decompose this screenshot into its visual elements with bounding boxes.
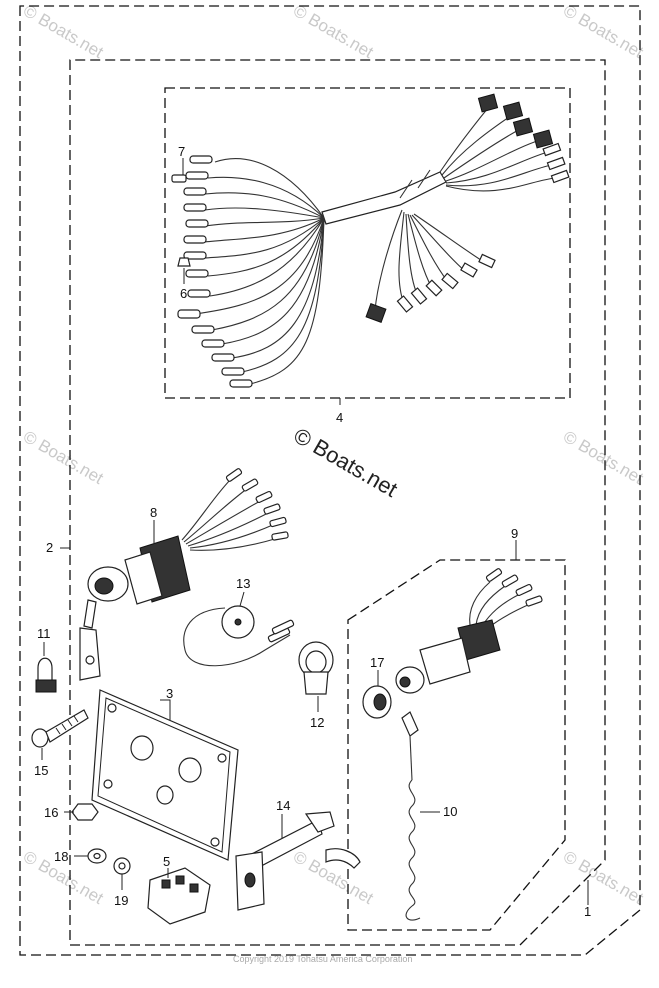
callout-6: 6 [180, 286, 187, 301]
part-17-ring-nut [362, 685, 392, 719]
watermark-top-center: © Boats.net [290, 1, 377, 62]
part-5-connector [147, 867, 211, 925]
part-7-terminal-pin [171, 174, 187, 183]
callout-16: 16 [44, 805, 58, 820]
callout-1: 1 [584, 904, 591, 919]
part-3-plate [91, 689, 239, 861]
wiring-harness [177, 93, 570, 388]
callout-17: 17 [370, 655, 384, 670]
callout-15: 15 [34, 763, 48, 778]
part-12-clamp [298, 641, 334, 695]
callout-7: 7 [178, 144, 185, 159]
part-18-washer [87, 848, 107, 864]
part-13-connector [183, 605, 295, 667]
callout-19: 19 [114, 893, 128, 908]
harness-left-terminals [177, 155, 253, 388]
callout-12: 12 [310, 715, 324, 730]
part-8-key-switch [79, 468, 289, 681]
watermark-bottom-right: © Boats.net [560, 847, 647, 908]
callout-11: 11 [37, 626, 51, 641]
switch-group-9 [347, 559, 566, 931]
callout-4: 4 [336, 410, 343, 425]
callout-13: 13 [236, 576, 250, 591]
part-10-lanyard [401, 711, 421, 921]
part-11-clip [35, 657, 57, 693]
callout-14: 14 [276, 798, 290, 813]
watermark-center: © Boats.net [290, 423, 402, 502]
callout-5: 5 [163, 854, 170, 869]
watermark-top-right: © Boats.net [560, 1, 647, 62]
part-14-bracket [235, 811, 361, 911]
part-6-terminal-cap [177, 257, 191, 267]
leader-lines [41, 158, 589, 905]
assembly-outline-2 [69, 59, 606, 946]
harness-box-4 [164, 87, 571, 399]
assembly-outline-1 [19, 5, 641, 956]
copyright-text: Copyright 2019 Tohatsu America Corporati… [233, 954, 412, 964]
part-19-washer [113, 857, 131, 875]
callout-2: 2 [46, 540, 53, 555]
watermark-mid-left: © Boats.net [20, 427, 107, 488]
part-9-stop-switch [395, 568, 543, 694]
callout-9: 9 [511, 526, 518, 541]
watermark-top-left: © Boats.net [20, 1, 107, 62]
watermark-mid-right: © Boats.net [560, 427, 647, 488]
callout-18: 18 [54, 849, 68, 864]
part-15-bolt [31, 709, 89, 748]
callout-8: 8 [150, 505, 157, 520]
callout-3: 3 [166, 686, 173, 701]
part-16-nut [71, 803, 99, 821]
callout-labels: 1 2 3 4 5 6 7 8 9 10 11 12 13 14 15 16 1… [34, 144, 591, 919]
callout-10: 10 [443, 804, 457, 819]
